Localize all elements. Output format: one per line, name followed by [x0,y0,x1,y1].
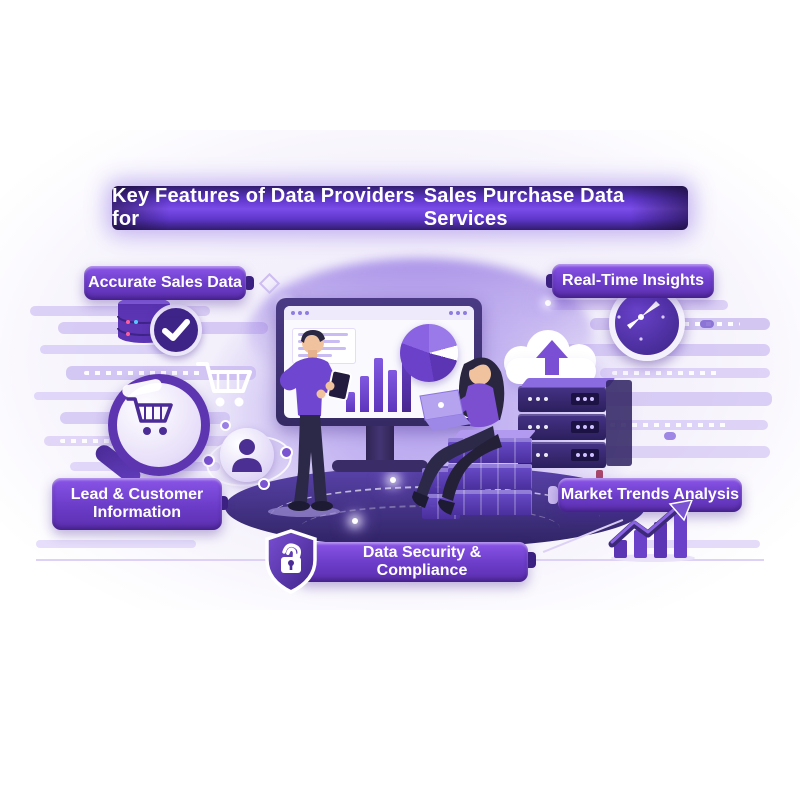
screen-bar [360,376,369,412]
screen-bar [346,392,355,412]
pill-tab [548,486,558,504]
feature-pill-data-security-compliance: Data Security & Compliance [298,542,528,582]
man-shadow [268,506,340,517]
shopping-cart-icon [196,358,256,415]
screen-bar-chart [346,346,422,412]
monitor-base [332,460,428,472]
screen-pie-chart [400,324,458,382]
feature-pill-real-time-insights: Real-Time Insights [552,264,714,298]
pill-knob [244,276,254,290]
feature-label: Data Security & Compliance [362,543,482,579]
woman-with-laptop [412,350,548,530]
feature-pill-accurate-sales-data: Accurate Sales Data [84,266,246,300]
shield-lock-icon [262,528,320,601]
feature-label: Real-Time Insights [562,271,704,289]
feature-label: Accurate Sales Data [88,273,242,291]
title-banner: Key Features of Data Providers for Sales… [112,185,688,230]
growth-chart-icon [608,499,702,567]
connector-line [36,559,266,561]
feature-pill-market-trends-analysis: Market Trends Analysis [558,478,742,512]
screen-bar [374,358,383,412]
title-prefix: Key Features of Data Providers for [112,185,415,230]
monitor-stand [366,426,394,462]
glow-dot [352,518,358,524]
screen-bar [388,370,397,412]
pill-knob [546,274,556,288]
screen-bar [402,350,411,412]
pill-knob [218,496,228,510]
server-rack-icon [518,378,632,479]
browser-bar [284,306,474,320]
check-badge-icon [150,304,202,356]
glow-dot [390,477,396,483]
feature-pill-lead-customer-information: Lead & Customer Information [52,478,222,530]
feature-label: Market Trends Analysis [560,485,740,503]
title-emphasis: Sales Purchase Data Services [423,185,625,230]
glow-dot [545,300,551,306]
feature-label: Lead & Customer Information [70,485,204,521]
man-with-tablet [258,322,362,523]
